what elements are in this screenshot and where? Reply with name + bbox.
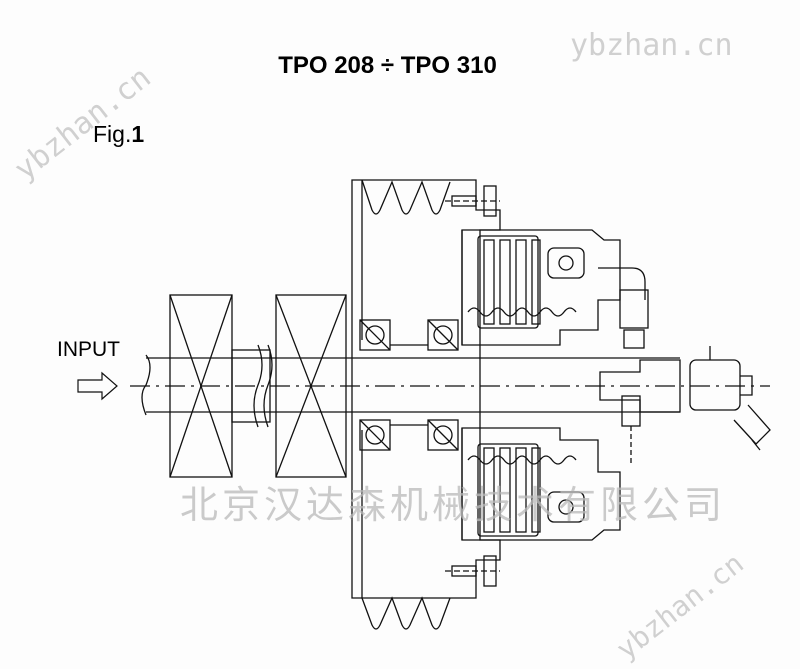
- clutch-pack-bottom: [461, 427, 621, 541]
- figure-number: 1: [131, 121, 145, 147]
- bearing-top-left: [359, 319, 391, 351]
- bearing-top-right: [427, 319, 459, 351]
- rotary-union: [599, 346, 771, 466]
- bolt-top: [445, 185, 500, 217]
- figure-prefix: Fig.: [93, 121, 132, 147]
- bearing-bottom-left: [359, 419, 391, 451]
- shaft: [141, 354, 680, 416]
- coupling-element-right: [275, 294, 347, 478]
- clutch-pack-top: [461, 229, 649, 349]
- company-watermark: 北京汉达森机械技术有限公司: [180, 485, 727, 527]
- belt-grooves-top: [361, 179, 451, 215]
- input-arrow: [77, 371, 118, 401]
- url-watermark-top-right: ybzhan.cn: [570, 28, 733, 63]
- bolt-bottom: [445, 555, 500, 587]
- figure-caption: Fig.1: [93, 121, 144, 148]
- bearing-bottom-right: [427, 419, 459, 451]
- figure-title: TPO 208 ÷ TPO 310: [278, 52, 497, 79]
- coupling-hub: [231, 344, 273, 428]
- belt-grooves-bottom: [361, 596, 451, 630]
- input-label: INPUT: [57, 338, 120, 361]
